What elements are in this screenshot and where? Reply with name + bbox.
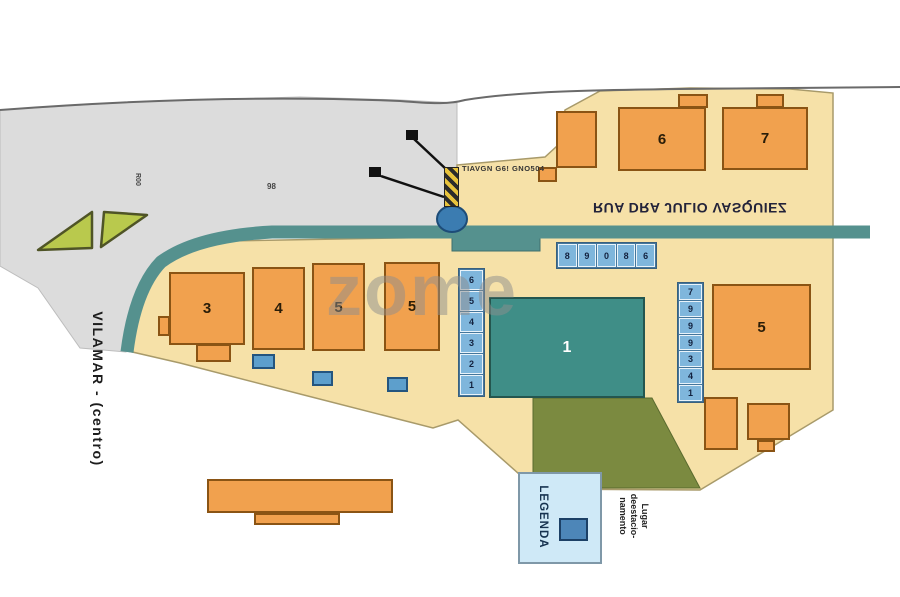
building-right-small-2 — [747, 403, 790, 440]
building-4: 4 — [252, 267, 305, 350]
teal-road — [120, 225, 870, 353]
building-5b-label: 5 — [407, 298, 417, 315]
parking-space: 6 — [636, 244, 655, 267]
building-7-annex — [756, 94, 784, 108]
tree-triangle-2 — [99, 210, 149, 249]
parking-space: 9 — [679, 300, 702, 317]
building-6: 6 — [618, 107, 706, 171]
parking-space: 6 — [460, 270, 483, 290]
building-upper-small — [556, 111, 597, 168]
building-1: 1 — [489, 297, 645, 398]
tree-triangle-1 — [36, 210, 94, 252]
building-3-annex-bottom — [196, 344, 231, 362]
building-7: 7 — [722, 107, 808, 170]
building-3-annex-left — [158, 316, 170, 336]
building-5a: 5 — [312, 263, 365, 351]
green-area — [532, 397, 701, 489]
parking-space: 3 — [679, 351, 702, 368]
parking-marker-1 — [252, 354, 275, 369]
building-3: 3 — [169, 272, 245, 345]
building-7-label: 7 — [760, 130, 770, 147]
flag-pole-1 — [413, 138, 448, 171]
parking-space: 0 — [597, 244, 616, 267]
parking-space: 9 — [577, 244, 597, 267]
parking-space: 1 — [679, 385, 702, 402]
street-name-vilamar: VILAMAR - (centro) — [90, 311, 106, 467]
street-name-main: RUA DRA JULIO VASQUIEZ — [592, 200, 788, 216]
parking-space: 8 — [616, 244, 636, 267]
building-6-label: 6 — [657, 130, 667, 148]
parking-space: 4 — [460, 312, 483, 332]
building-5b: 5 — [384, 262, 440, 351]
parking-space: 4 — [679, 368, 702, 385]
parking-strip-right: 7 9 9 9 3 4 1 — [677, 282, 704, 403]
legend-parking-swatch — [559, 518, 588, 541]
parking-space: 3 — [460, 333, 483, 353]
legend-item-label: Lugar deestacio- namento — [618, 493, 650, 539]
building-6-annex — [678, 94, 708, 108]
building-right-small-3 — [757, 440, 775, 452]
parking-marker-2 — [312, 371, 333, 386]
building-3-label: 3 — [202, 300, 212, 317]
road-mark-98: 98 — [267, 182, 276, 191]
building-bottom-annex — [254, 513, 340, 525]
legend-title: LEGENDA — [537, 485, 549, 549]
parking-space: 2 — [460, 354, 483, 374]
parking-space: 5 — [460, 291, 483, 311]
parking-space: 8 — [558, 244, 577, 267]
parking-space: 1 — [460, 375, 483, 395]
building-5-right-label: 5 — [757, 318, 766, 336]
parking-space: 9 — [679, 317, 702, 334]
roundabout-icon — [436, 205, 468, 233]
building-1-label: 1 — [562, 338, 572, 356]
building-upper-annex — [538, 167, 557, 182]
building-4-label: 4 — [274, 300, 283, 317]
hazard-stripe-marker — [444, 167, 459, 207]
parking-marker-3 — [387, 377, 408, 392]
flag-icon-1 — [406, 130, 418, 140]
flag-icon-2 — [369, 167, 381, 177]
parking-strip-left: 6 5 4 3 2 1 — [458, 268, 485, 397]
parking-space: 7 — [679, 284, 702, 300]
building-right-small-1 — [704, 397, 738, 450]
top-boundary-line — [0, 86, 900, 111]
road-mark-r00: R00 — [134, 173, 141, 186]
building-5a-label: 5 — [334, 298, 343, 316]
flag-pole-2 — [380, 174, 445, 199]
building-5-right: 5 — [712, 284, 811, 370]
street-note-top: TIAVGN G6! GNO504 — [462, 164, 545, 173]
building-bottom-long — [207, 479, 393, 513]
parking-space: 9 — [679, 334, 702, 351]
parking-strip-top: 8 9 0 8 6 — [556, 242, 657, 269]
